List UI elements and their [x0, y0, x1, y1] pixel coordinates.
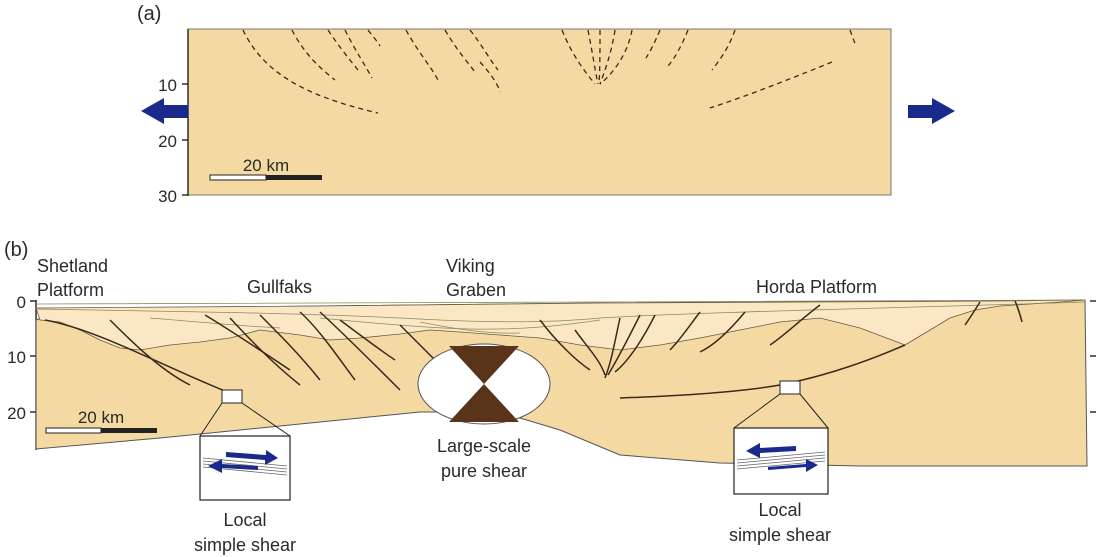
left-inset-label-line1: Local [223, 510, 266, 530]
left-inset-source-box [221, 389, 243, 404]
panel-a-label: (a) [137, 3, 161, 25]
left-extension-arrow [141, 98, 188, 124]
panel-a-scale-bar: 20 km [209, 156, 322, 181]
panel-a-incipient-faults [242, 29, 856, 114]
left-inset-label-line2: simple shear [194, 535, 296, 555]
shetland-label-line1: Shetland [37, 256, 108, 276]
left-simple-shear-inset [199, 389, 291, 501]
right-inset-source-box [779, 380, 801, 395]
panel-a-scale-label: 20 km [243, 156, 289, 175]
shetland-label-line2: Platform [37, 280, 104, 300]
right-extension-arrow [908, 98, 955, 124]
right-inset-label-line1: Local [758, 500, 801, 520]
panel-b-label: (b) [4, 239, 28, 261]
right-inset-lower-arrow [768, 459, 818, 472]
right-inset-box [733, 427, 829, 495]
panel-a-depth-tick-20: 20 [158, 132, 177, 151]
pure-shear-upper-wedge [449, 346, 519, 384]
panel-a-depth-axis: 10 20 30 [158, 29, 189, 206]
panel-b-depth-tick-10: 10 [7, 348, 26, 367]
panel-b-scale-bar: 20 km [45, 408, 157, 434]
panel-a-depth-tick-30: 30 [158, 187, 177, 206]
viking-label-line2: Graben [446, 280, 506, 300]
pure-shear-symbol [417, 343, 551, 425]
panel-b-depth-tick-20: 20 [7, 404, 26, 423]
right-inset-label-line2: simple shear [729, 525, 831, 545]
gullfaks-label: Gullfaks [247, 277, 312, 297]
pure-shear-label-line1: Large-scale [437, 436, 531, 456]
panel-a-extension-arrows [141, 98, 955, 124]
panel-a-crust-block [187, 28, 892, 196]
viking-label-line1: Viking [446, 256, 495, 276]
right-inset-upper-arrow [746, 443, 796, 458]
left-inset-lower-arrow [208, 459, 258, 473]
pure-shear-lower-wedge [449, 384, 519, 422]
horda-label: Horda Platform [756, 277, 877, 297]
panel-b-depth-tick-0: 0 [17, 293, 26, 312]
panel-b-scale-label: 20 km [78, 408, 124, 427]
left-inset-upper-arrow [226, 450, 278, 465]
pure-shear-label-line2: pure shear [441, 461, 527, 481]
panel-a-depth-tick-10: 10 [158, 76, 177, 95]
right-simple-shear-inset [733, 380, 829, 495]
